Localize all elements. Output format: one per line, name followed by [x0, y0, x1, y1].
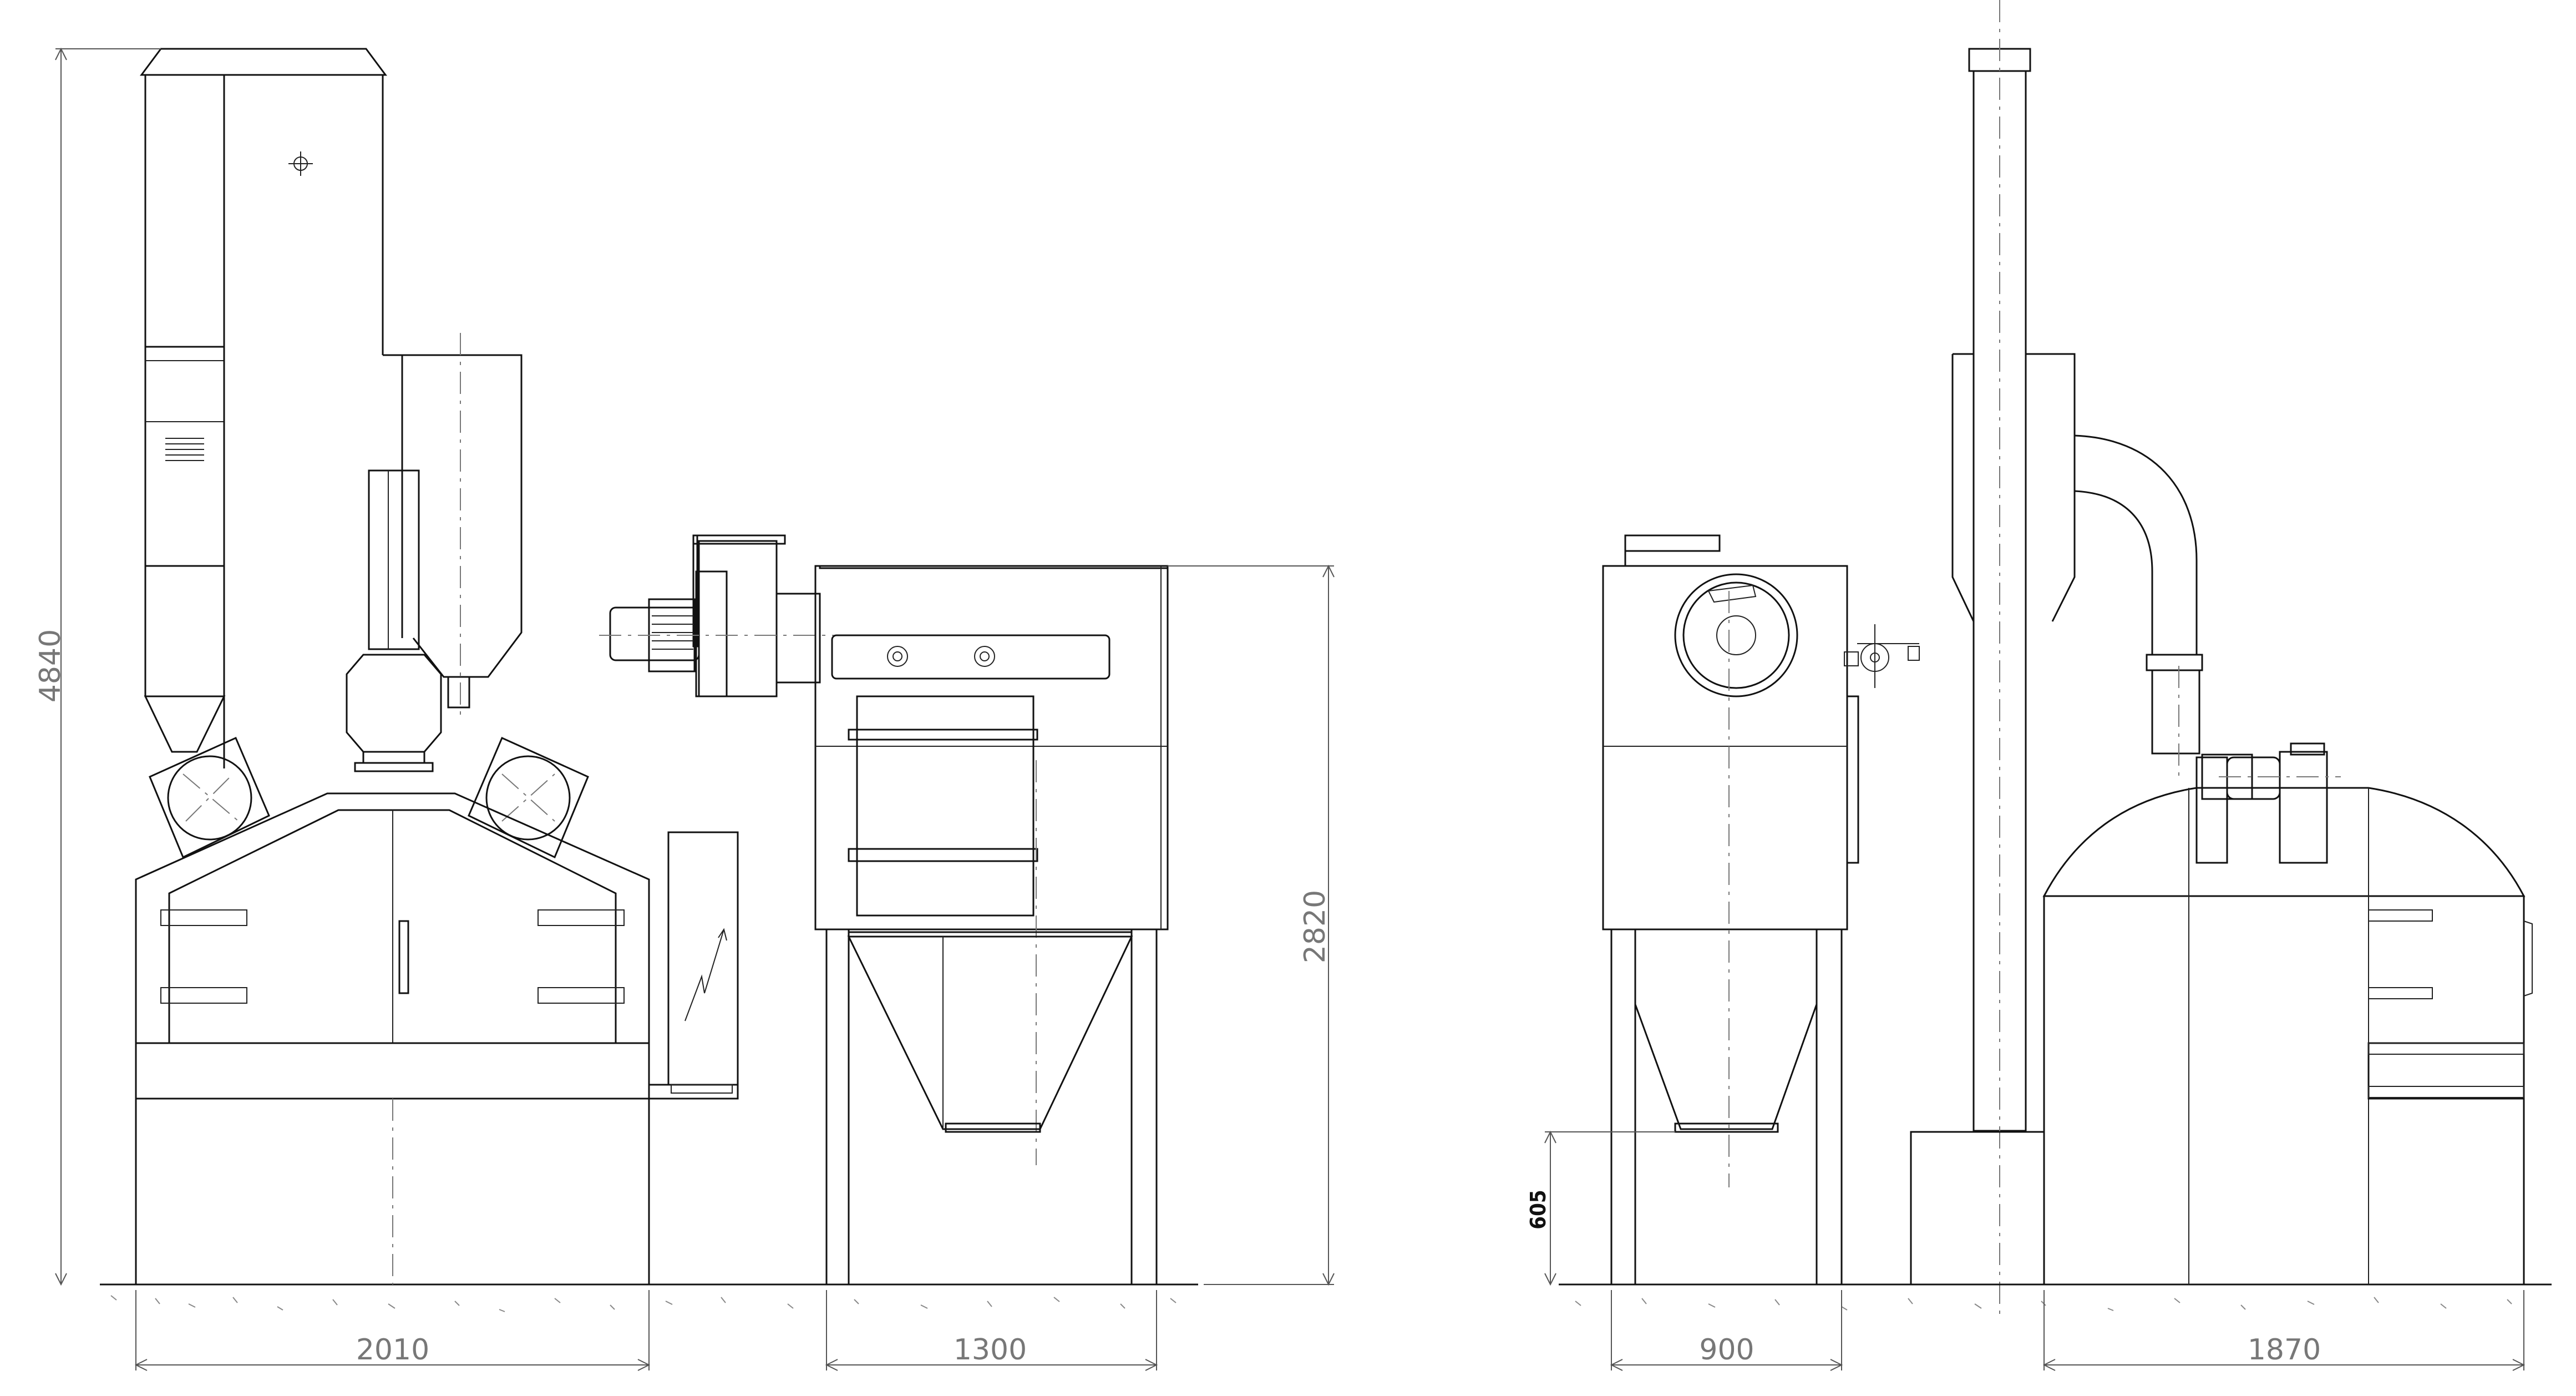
dim-label-605: 605 — [1526, 1190, 1550, 1229]
dimension-width-side-collector: 900 — [1610, 1290, 1843, 1371]
dim-label-2820: 2820 — [1299, 890, 1332, 963]
front-view-main-unit — [135, 48, 739, 1286]
ground-hatch — [110, 1295, 2512, 1312]
ground-line — [100, 1283, 2552, 1312]
front-view-dust-collector — [599, 534, 1169, 1286]
left-rotor — [149, 737, 270, 859]
dim-label-1300: 1300 — [954, 1333, 1027, 1367]
dim-label-1870: 1870 — [2248, 1333, 2321, 1367]
inspection-mark — [288, 151, 313, 176]
pressure-gauge — [887, 646, 995, 667]
dimension-collector-height: 2820 — [1168, 564, 1335, 1286]
side-view-dust-collector — [1602, 534, 1920, 1286]
dim-label-4840: 4840 — [34, 629, 67, 702]
dimension-hopper-clearance: 605 — [1526, 1130, 1675, 1286]
dim-label-900: 900 — [1699, 1333, 1754, 1367]
dimension-total-height: 4840 — [34, 47, 161, 1286]
dimension-width-main-unit: 2010 — [134, 1290, 651, 1371]
dimension-width-collector: 1300 — [825, 1290, 1158, 1371]
side-view-main-unit — [1910, 0, 2533, 1321]
dim-label-2010: 2010 — [356, 1333, 429, 1367]
dimension-width-side-main: 1870 — [2042, 1290, 2526, 1371]
side-gauge — [1844, 624, 1920, 688]
right-rotor — [468, 737, 589, 859]
vent-grille — [165, 438, 204, 461]
